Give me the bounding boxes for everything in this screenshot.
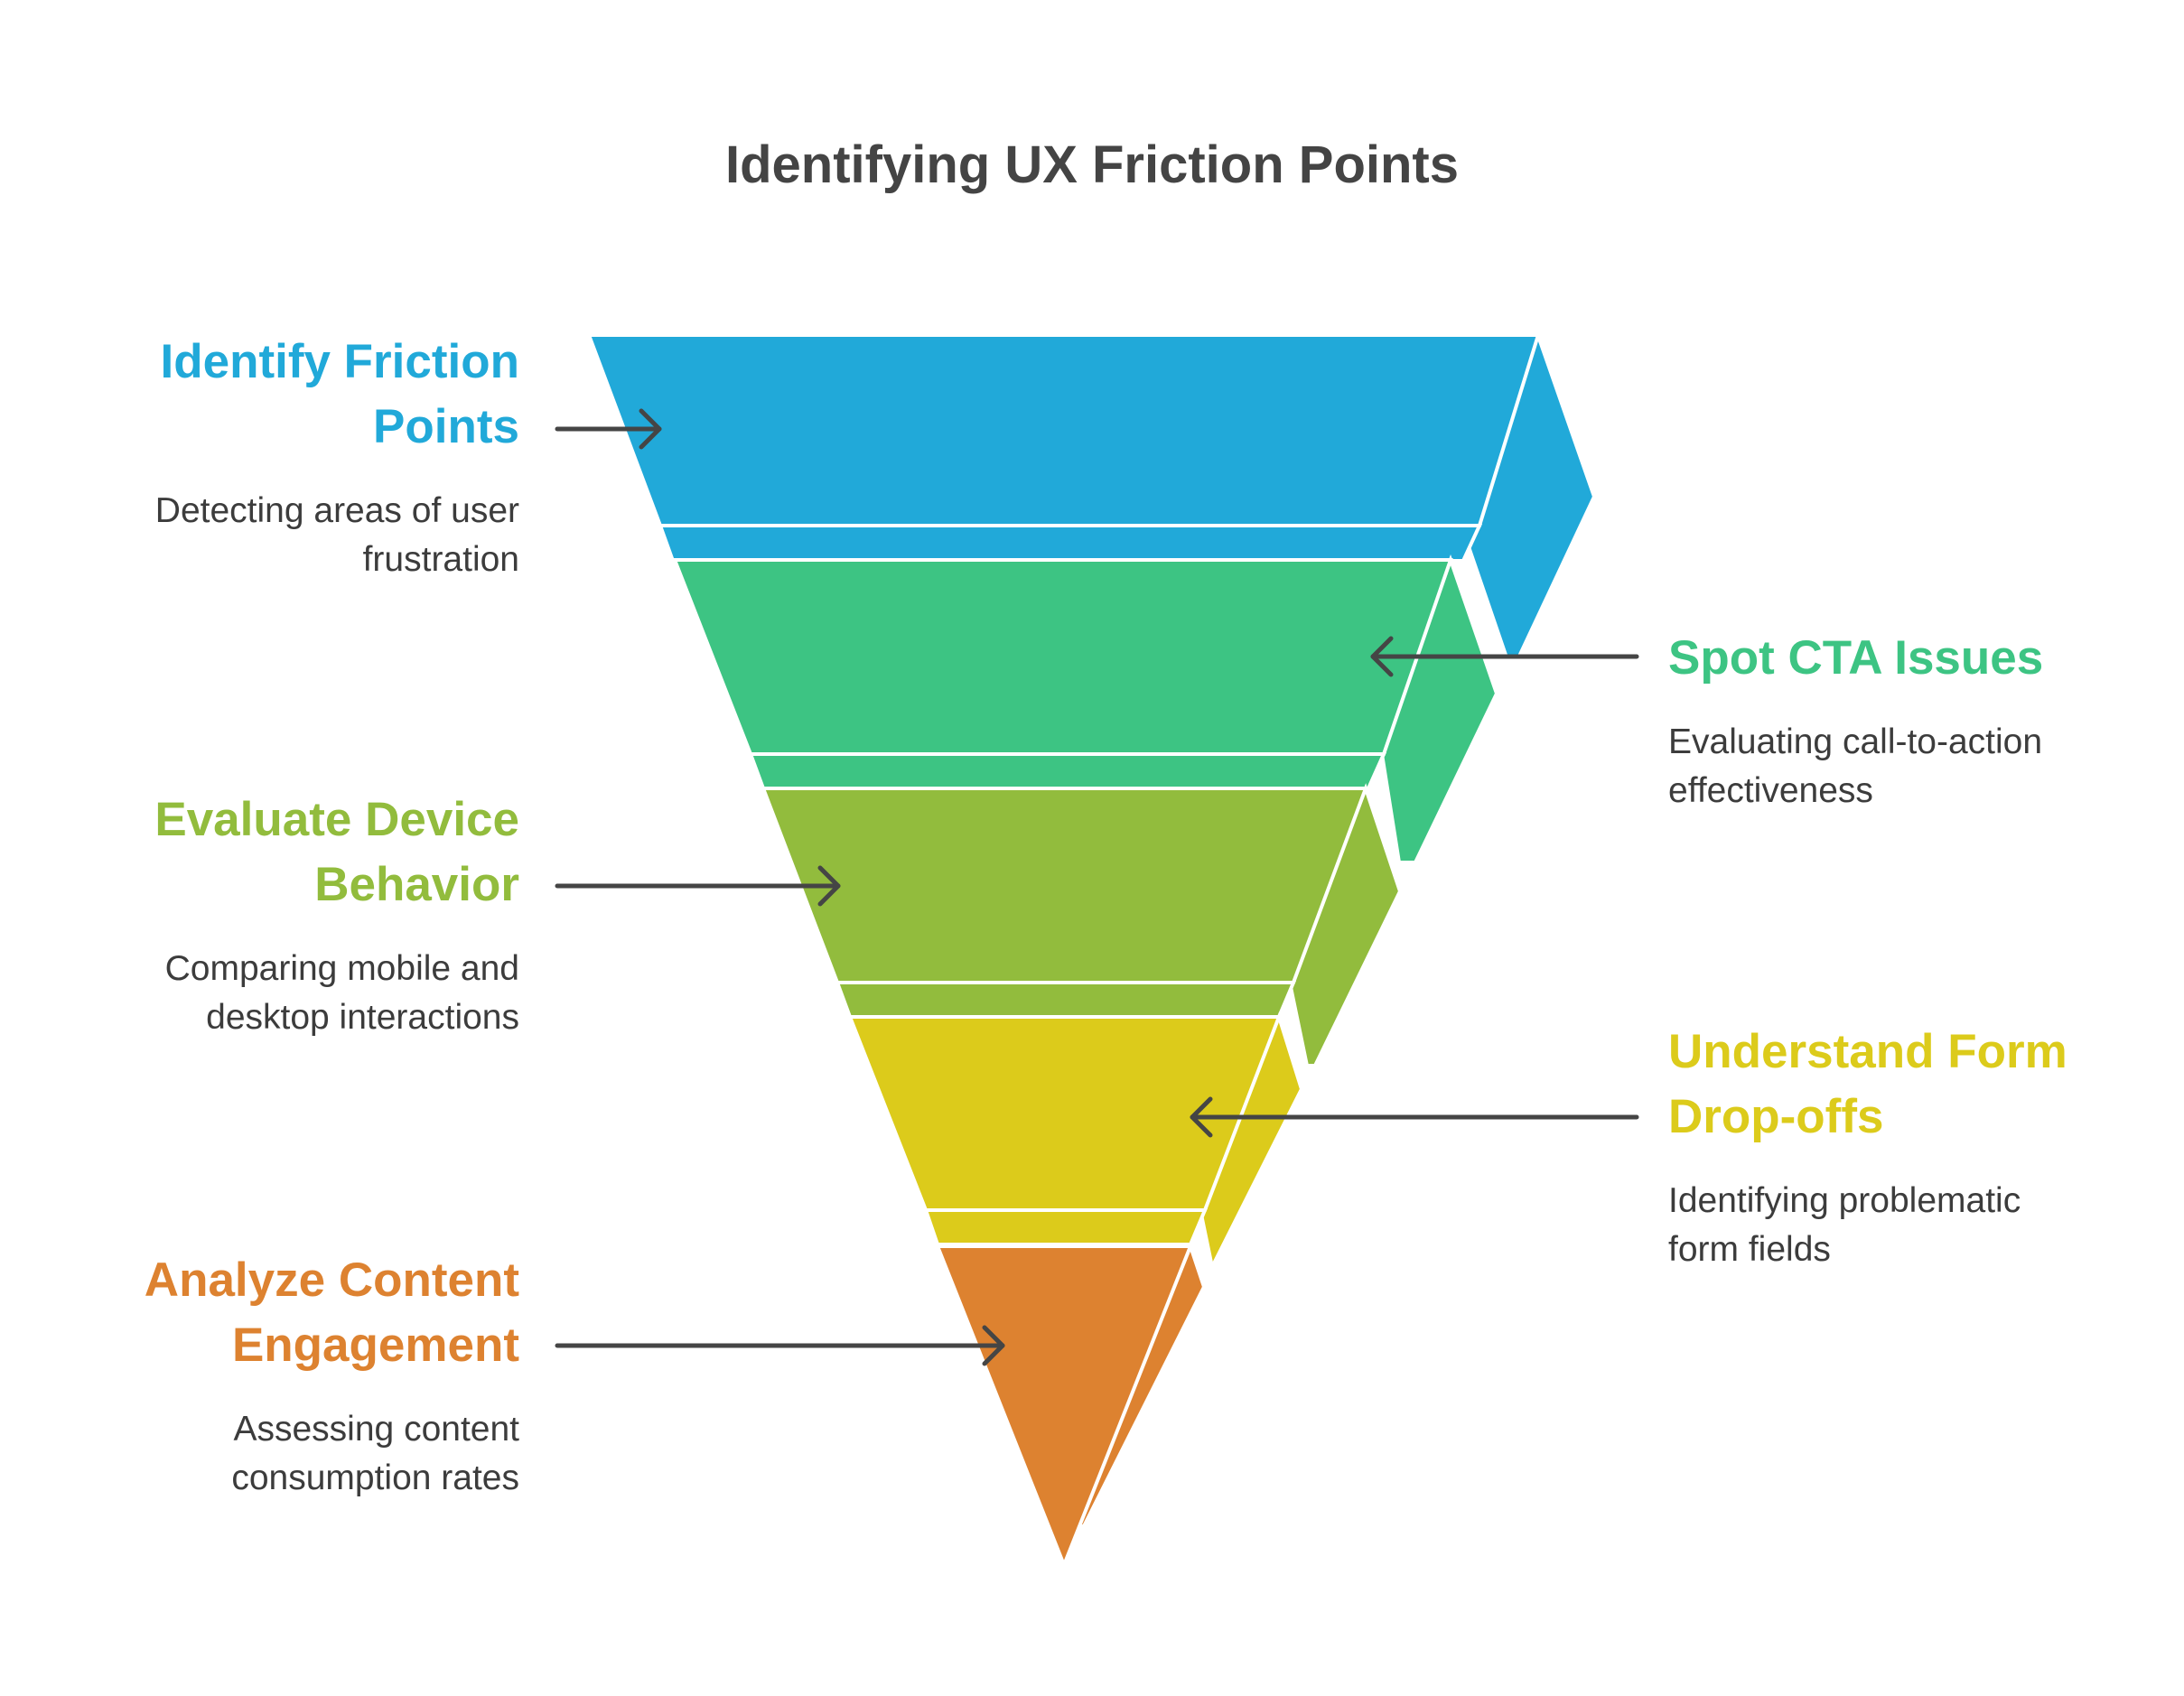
stage-1-label: Identify Friction Points Detecting areas… <box>14 330 519 584</box>
funnel-layer-3-top <box>761 787 1368 984</box>
stage-5-description: Assessing content consumption rates <box>231 1410 519 1497</box>
funnel-layer-4-shelf <box>923 1208 1209 1246</box>
funnel-layer-2 <box>672 554 1499 864</box>
funnel-layer-3-shelf <box>835 981 1297 1019</box>
stage-4-heading: Understand Form Drop-offs <box>1668 1025 2067 1143</box>
stage-2-heading: Spot CTA Issues <box>1668 631 2044 685</box>
funnel-layer-1-top <box>586 333 1541 527</box>
funnel-layer-1-shelf <box>658 524 1483 563</box>
stage-3-heading: Evaluate Device Behavior <box>154 793 519 911</box>
stage-2-label: Spot CTA Issues Evaluating call-to-actio… <box>1668 626 2174 815</box>
stage-5-heading: Analyze Content Engagement <box>144 1253 519 1372</box>
arrow-4-icon <box>1190 1096 1639 1138</box>
stage-1-heading: Identify Friction Points <box>160 335 520 453</box>
stage-4-description: Identifying problematic form fields <box>1668 1181 2021 1269</box>
stage-1-description: Detecting areas of user frustration <box>154 491 519 579</box>
arrow-2-icon <box>1370 636 1639 677</box>
stage-2-description: Evaluating call-to-action effectiveness <box>1668 722 2043 810</box>
arrow-1-icon <box>555 408 662 450</box>
stage-3-description: Comparing mobile and desktop interaction… <box>164 949 519 1037</box>
funnel-layer-5 <box>935 1241 1207 1570</box>
funnel-layer-3 <box>761 783 1403 1067</box>
connector-arrows <box>555 408 1639 1366</box>
diagram-title: Identifying UX Friction Points <box>725 135 1459 194</box>
funnel-layer-2-shelf <box>748 752 1387 790</box>
funnel-layer-5-top <box>935 1244 1193 1570</box>
arrow-5-icon <box>555 1325 1005 1366</box>
funnel-layer-2-top <box>672 558 1453 756</box>
arrow-3-icon <box>555 865 841 907</box>
stage-5-label: Analyze Content Engagement Assessing con… <box>14 1248 519 1503</box>
stage-4-label: Understand Form Drop-offs Identifying pr… <box>1668 1020 2174 1274</box>
funnel-layer-4 <box>847 1011 1304 1273</box>
funnel-layer-1 <box>586 331 1597 662</box>
funnel-layer-4-top <box>847 1015 1282 1212</box>
stage-3-label: Evaluate Device Behavior Comparing mobil… <box>14 787 519 1042</box>
